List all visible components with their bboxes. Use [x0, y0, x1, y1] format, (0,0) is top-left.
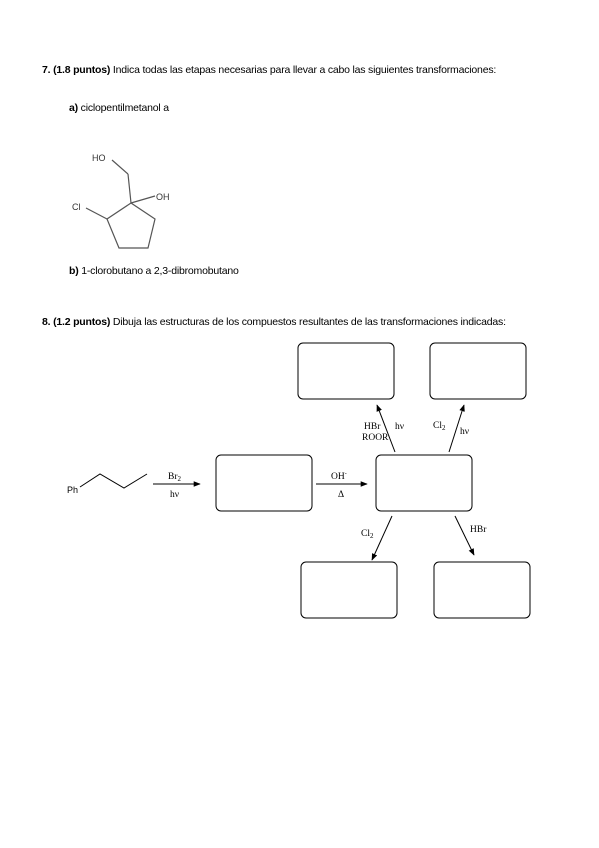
atom-oh: OH [156, 192, 170, 202]
arrow-down-right [454, 515, 475, 556]
start-ph: Ph [67, 485, 78, 495]
step2-reagent: OH- [331, 471, 347, 482]
down-right-reagent: HBr [470, 525, 487, 535]
q7-part-a: a) ciclopentilmetanol a [69, 102, 169, 114]
arrow-up-right [448, 404, 465, 453]
answer-box-center[interactable] [375, 454, 473, 512]
step2-condition: Δ [338, 490, 344, 500]
up-left-condition: hν [395, 422, 405, 432]
answer-box-1[interactable] [215, 454, 313, 512]
start-structure [79, 473, 148, 489]
molecule-structure [85, 159, 156, 249]
atom-cl: Cl [72, 202, 81, 212]
answer-box-bottom-left[interactable] [300, 561, 398, 619]
up-left-reagent: HBr [364, 422, 381, 432]
up-left-initiator: ROOR [362, 433, 389, 443]
up-right-condition: hν [460, 427, 470, 437]
up-right-reagent: Cl2 [433, 421, 446, 432]
q7-a-text: ciclopentilmetanol a [80, 102, 169, 114]
q8-number: 8. [42, 316, 51, 328]
q8-heading: 8. (1.2 puntos) Dibuja las estructuras d… [42, 316, 506, 328]
q7-number: 7. [42, 64, 51, 76]
answer-box-top-left[interactable] [297, 342, 395, 400]
q7-a-label: a) [69, 102, 78, 114]
q7-b-label: b) [69, 265, 79, 277]
arrow-up-left [376, 404, 396, 453]
atom-ho: HO [92, 153, 106, 163]
bond-c-oh [130, 195, 156, 204]
q7-heading: 7. (1.8 puntos) Indica todas las etapas … [42, 64, 496, 76]
q8-points: (1.2 puntos) [53, 316, 111, 328]
bond-ch2-o [111, 159, 129, 175]
step1-reagent: Br2 [168, 472, 182, 483]
bond-ch2 [127, 173, 132, 204]
q7-points: (1.8 puntos) [53, 64, 111, 76]
q8-text: Dibuja las estructuras de los compuestos… [112, 316, 506, 328]
down-left-reagent: Cl2 [361, 529, 374, 540]
arrow-down-left [371, 515, 393, 561]
answer-box-bottom-right[interactable] [433, 561, 531, 619]
q7-part-b: b) 1-clorobutano a 2,3-dibromobutano [69, 265, 239, 277]
cyclopentane-ring [106, 202, 156, 249]
bond-c-cl [85, 207, 108, 220]
answer-box-top-right[interactable] [429, 342, 527, 400]
q7-b-text: 1-clorobutano a 2,3-dibromobutano [81, 265, 239, 277]
q7-text: Indica todas las etapas necesarias para … [112, 64, 497, 76]
step1-condition: hν [170, 490, 180, 500]
